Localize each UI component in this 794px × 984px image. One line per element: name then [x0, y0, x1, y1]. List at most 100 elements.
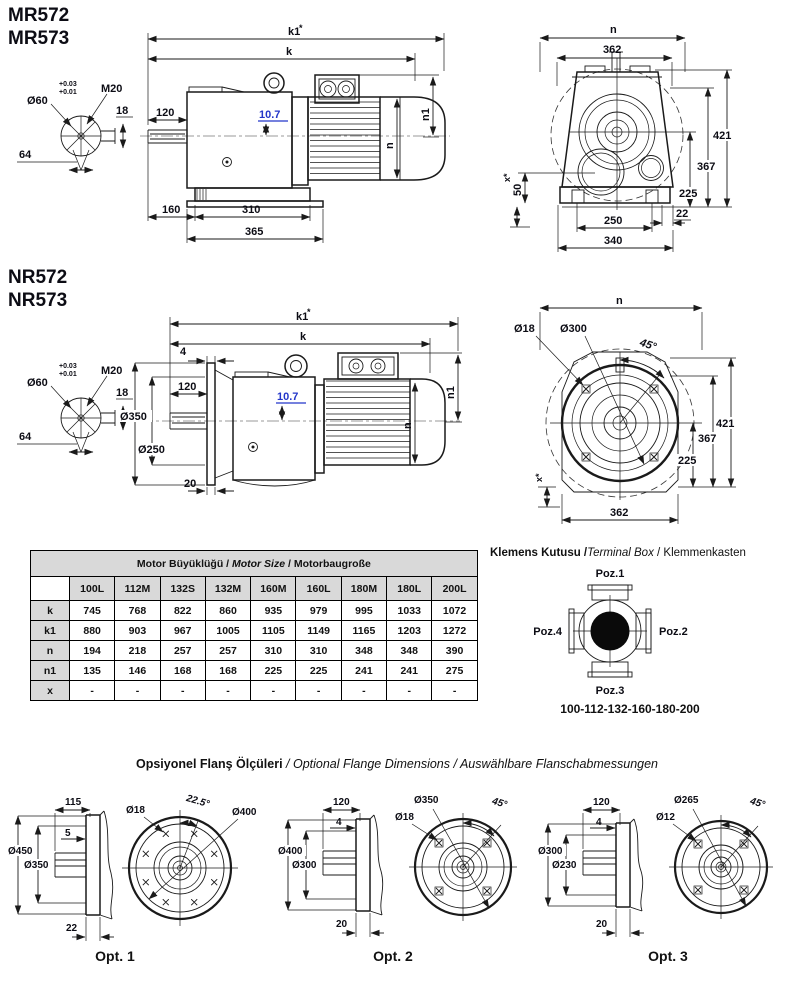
row-label: k1	[30, 620, 70, 641]
nr-shaft-detail-drawing: +0.03 +0.01 Ø60 M20 18 64	[17, 363, 133, 456]
nr-side-dim-4: 4	[180, 346, 187, 358]
col-header: 112M	[114, 576, 161, 601]
shaft-tolerance-upper: +0.03	[59, 81, 77, 88]
nr-side-dim-k: k	[300, 331, 307, 343]
mr-shaft-detail-drawing: +0.03 +0.01 Ø60 M20 18 64	[17, 81, 133, 174]
terminal-box-title: Klemens Kutusu /Terminal Box / Klemmenka…	[490, 547, 746, 559]
nr-side-dim-10-7: 10.7	[277, 391, 298, 403]
opt2-label: Opt. 2	[373, 948, 413, 964]
opt3-side-geometry	[544, 806, 644, 937]
table-cell: -	[431, 680, 478, 701]
mr-model-line1: MR572	[8, 5, 70, 26]
nr-front-dim-421: 421	[716, 418, 734, 430]
table-cell: 1072	[431, 600, 478, 621]
table-cell: 310	[250, 640, 297, 661]
table-cell: 135	[68, 660, 116, 681]
mr-front-dim-50: 50	[512, 184, 524, 196]
col-header: 180L	[386, 576, 433, 601]
table-title: Motor Büyüklüğü / Motor Size / Motorbaug…	[30, 550, 478, 577]
mr-side-dim-n: n	[384, 142, 396, 149]
terminal-poz1-label: Poz.1	[596, 568, 625, 580]
mr-front-dim-367: 367	[697, 161, 715, 173]
table-cell: 257	[204, 640, 252, 661]
table-cell: 218	[114, 640, 161, 661]
mr-model-title: MR572 MR573	[8, 4, 69, 50]
nr-front-dim-x: x*	[534, 473, 544, 482]
table-row: n 194 218 257 257 310 310 348 348 390	[30, 640, 478, 661]
opt3-dim-dia230: Ø230	[552, 860, 577, 871]
opt1-dim-115: 115	[65, 797, 82, 808]
opt2-drawing: 120 Ø400 Ø300 4 20 Ø350 Ø18 45°	[278, 795, 517, 937]
mr-front-dim-421: 421	[713, 130, 731, 142]
opt1-dim-5: 5	[65, 828, 71, 839]
table-title-tr: Motor Büyüklüğü /	[136, 557, 232, 570]
mr-side-dim-n1: n1	[420, 108, 432, 121]
table-title-en: Motor Size	[231, 557, 286, 570]
nr-side-dim-n1: n1	[445, 386, 457, 399]
mr-front-dim-362: 362	[603, 44, 621, 56]
flange-title-en-de: / Optional Flange Dimensions / Auswählba…	[282, 757, 658, 771]
nr-side-dim-n: n	[402, 422, 414, 429]
mr-front-dimension-lines	[510, 34, 732, 252]
terminal-title-en: Terminal Box	[587, 547, 654, 559]
shaft-thread-label: M20	[101, 83, 122, 95]
col-header: 132M	[204, 576, 252, 601]
table-cell: 1149	[295, 620, 342, 641]
row-label: x	[30, 680, 70, 701]
opt3-label: Opt. 3	[648, 948, 688, 964]
table-cell: 241	[386, 660, 433, 681]
mr-front-dim-250: 250	[604, 215, 622, 227]
nr-side-dim-k1: k1	[296, 311, 308, 323]
opt3-drawing: 120 Ø300 Ø230 4 20 Ø265 Ø12 45°	[538, 795, 773, 937]
nr-front-dim-362: 362	[610, 507, 628, 519]
shaft-tolerance-upper: +0.03	[59, 363, 77, 370]
table-cell: 1005	[204, 620, 252, 641]
mr-side-dim-k: k	[286, 46, 293, 58]
table-cell: 225	[295, 660, 342, 681]
opt3-dim-dia300: Ø300	[538, 846, 563, 857]
table-cell: 860	[204, 600, 252, 621]
nr-side-dim-dia350: Ø350	[120, 411, 147, 423]
nr-front-dim-dia300: Ø300	[560, 323, 587, 335]
table-cell: -	[68, 680, 116, 701]
opt2-dim-dia18: Ø18	[395, 812, 414, 823]
opt2-bolt-hole-marks	[434, 838, 492, 896]
mr-side-dim-k1: k1	[288, 26, 300, 38]
nr-side-dim-dia250: Ø250	[138, 444, 165, 456]
opt2-dim-dia400: Ø400	[278, 846, 303, 857]
table-cell: -	[204, 680, 252, 701]
table-title-de: / Motorbaugroße	[285, 557, 371, 570]
row-label: k	[30, 600, 70, 621]
opt1-dim-22: 22	[66, 923, 78, 934]
table-cell: 745	[68, 600, 116, 621]
table-row: x - - - - - - - - -	[30, 680, 478, 701]
terminal-sizes-text: 100-112-132-160-180-200	[560, 702, 700, 716]
table-cell: 275	[431, 660, 478, 681]
terminal-poz4-label: Poz.4	[533, 626, 563, 638]
nr-front-dim-n: n	[616, 295, 623, 307]
table-row: k1 880 903 967 1005 1105 1149 1165 1203 …	[30, 620, 478, 641]
table-cell: 822	[159, 600, 206, 621]
motor-size-table: Motor Büyüklüğü / Motor Size / Motorbaug…	[30, 550, 478, 701]
table-cell: 979	[295, 600, 342, 621]
mr-side-dim-310: 310	[242, 204, 260, 216]
table-corner-cell	[30, 576, 70, 601]
nr-model-line2: NR573	[8, 290, 68, 311]
shaft-diameter-label: Ø60	[27, 377, 48, 389]
flange-title-tr: Opsiyonel Flanş Ölçüleri	[135, 757, 283, 771]
opt1-dim-dia18: Ø18	[126, 805, 145, 816]
table-cell: 310	[295, 640, 342, 661]
table-cell: 880	[68, 620, 116, 641]
table-cell: -	[386, 680, 433, 701]
opt1-dim-dia400: Ø400	[232, 807, 257, 818]
opt3-dim-20: 20	[596, 919, 608, 930]
opt3-face-geometry	[669, 808, 773, 919]
table-cell: 348	[386, 640, 433, 661]
nr-side-dim-120: 120	[178, 381, 196, 393]
opt2-dim-angle: 45°	[490, 796, 509, 811]
opt2-dim-dia300: Ø300	[292, 860, 317, 871]
opt2-face-geometry	[409, 808, 517, 921]
mr-front-dim-340: 340	[604, 235, 622, 247]
opt3-dim-angle: 45°	[748, 796, 767, 811]
opt2-dim-4: 4	[336, 817, 342, 828]
